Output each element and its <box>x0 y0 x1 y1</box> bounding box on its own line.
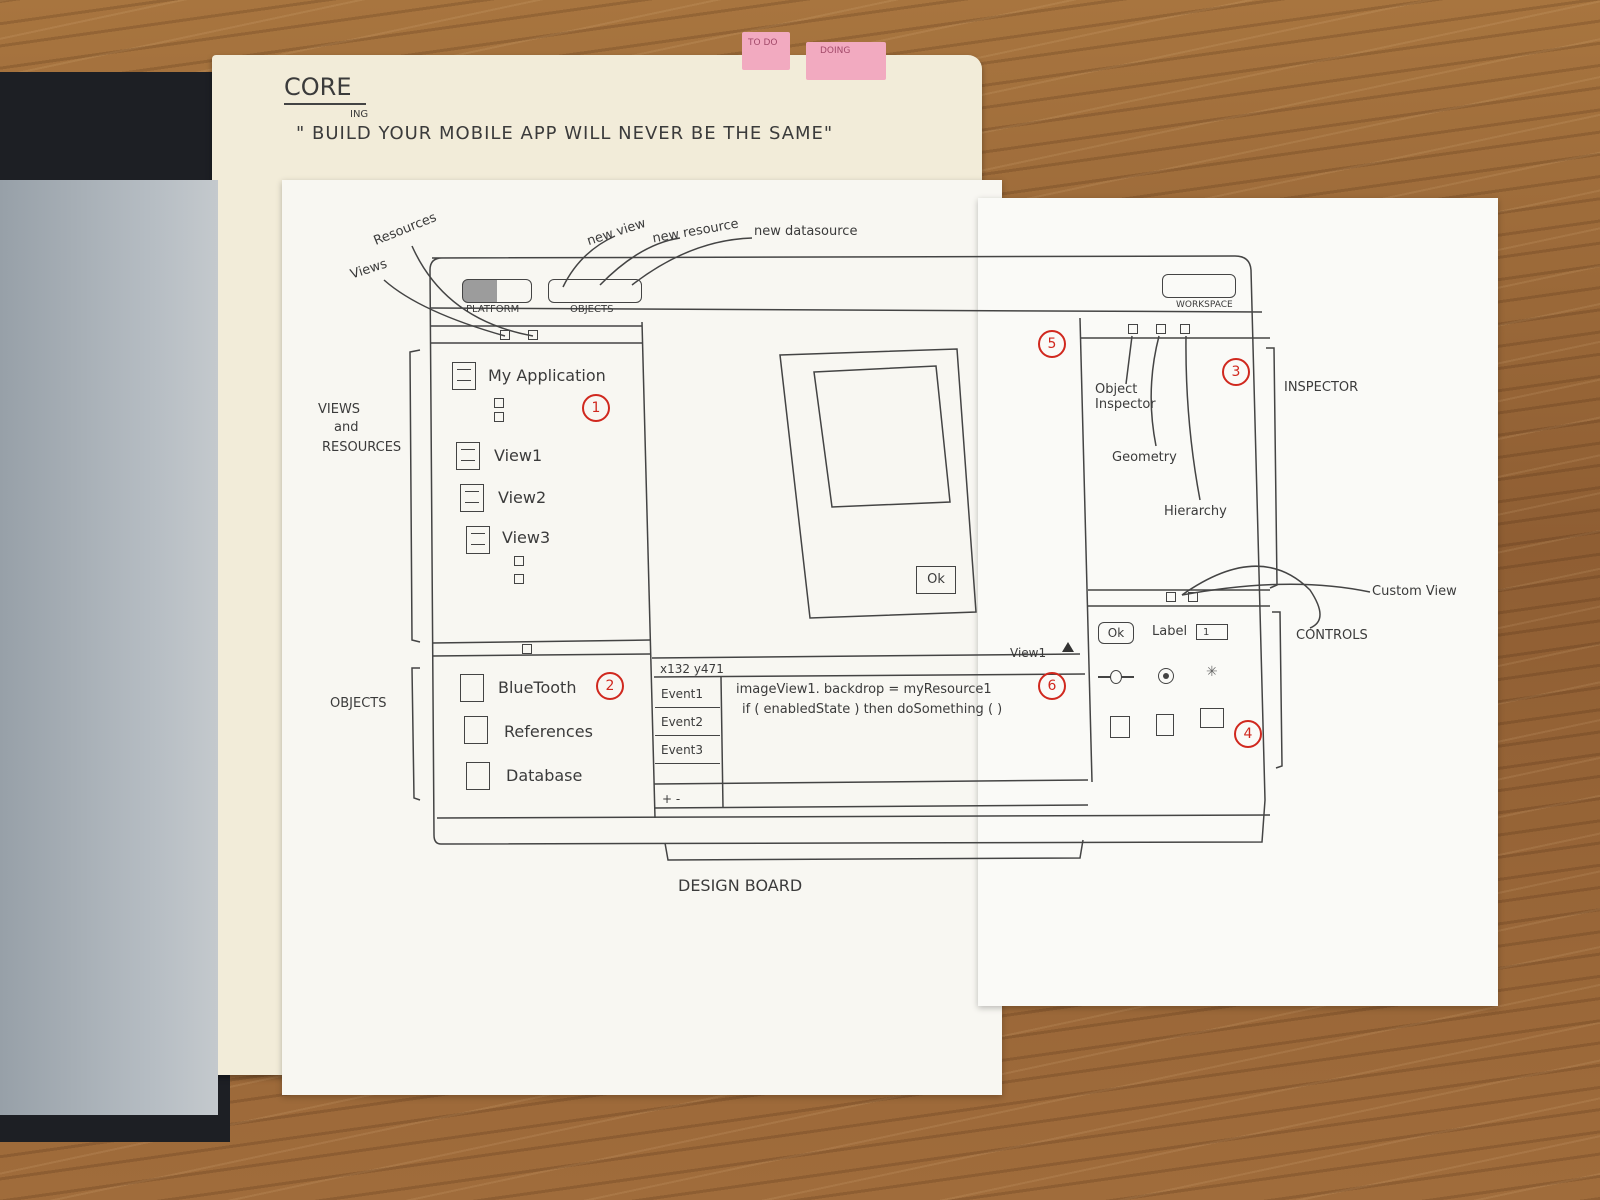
label-design-board: DESIGN BOARD <box>678 876 803 895</box>
objects-label: OBJECTS <box>570 304 614 315</box>
callout-object-inspector: Object Inspector <box>1095 382 1156 412</box>
resource-square-1 <box>494 398 504 408</box>
hierarchy-tab-icon[interactable] <box>1180 324 1190 334</box>
callout-hierarchy: Hierarchy <box>1164 504 1227 519</box>
mock-ok-label: Ok <box>927 572 945 587</box>
references-icon <box>464 716 488 744</box>
slider-knob <box>1110 670 1122 684</box>
database-icon <box>466 762 490 790</box>
control-textfield[interactable]: 1 <box>1196 624 1228 640</box>
object-inspector-tab-icon[interactable] <box>1128 324 1138 334</box>
tagline-insert: ING <box>350 109 369 120</box>
view3-square-1 <box>514 556 524 566</box>
current-view-label: View1 <box>1010 646 1047 660</box>
event-item-3[interactable]: Event3 <box>655 736 720 764</box>
control-label[interactable]: Label <box>1152 624 1188 639</box>
radio-dot <box>1163 673 1169 679</box>
control-textfield-text: 1 <box>1203 627 1210 638</box>
platform-toggle[interactable] <box>462 279 532 303</box>
marker-1: 1 <box>582 394 610 422</box>
container-control-icon[interactable] <box>1156 714 1174 736</box>
label-objects: OBJECTS <box>330 696 387 711</box>
resources-tab-icon[interactable] <box>528 330 538 340</box>
geometry-tab-icon[interactable] <box>1156 324 1166 334</box>
object-references[interactable]: References <box>504 722 593 741</box>
label-and: and <box>334 420 359 435</box>
slider-control-icon[interactable] <box>1098 670 1134 684</box>
event-item-1[interactable]: Event1 <box>655 680 720 708</box>
callout-custom-view: Custom View <box>1372 584 1457 599</box>
tab-todo: TO DO <box>742 32 790 70</box>
workspace-label: WORKSPACE <box>1176 300 1233 310</box>
tab-doing-label: DOING <box>820 46 851 56</box>
grey-divider-page <box>0 180 218 1115</box>
workspace-toggle[interactable] <box>1162 274 1236 298</box>
image-view-control-icon[interactable] <box>1110 716 1130 738</box>
sketch-sheet-right <box>978 198 1498 1006</box>
view2-icon <box>460 484 484 512</box>
view3-label[interactable]: View3 <box>502 528 551 547</box>
callout-geometry: Geometry <box>1112 450 1177 465</box>
marker-3: 3 <box>1222 358 1250 386</box>
header-tagline: " BUILD YOUR MOBILE APP WILL NEVER BE TH… <box>296 123 834 144</box>
event-item-2[interactable]: Event2 <box>655 708 720 736</box>
tab-todo-label: TO DO <box>748 38 778 48</box>
label-resources: RESOURCES <box>322 440 402 455</box>
object-database[interactable]: Database <box>506 766 583 785</box>
mock-ok-button[interactable]: Ok <box>916 566 956 594</box>
marker-4: 4 <box>1234 720 1262 748</box>
label-controls: CONTROLS <box>1296 628 1368 643</box>
view1-label[interactable]: View1 <box>494 446 543 465</box>
marker-5: 5 <box>1038 330 1066 358</box>
marker-2: 2 <box>596 672 624 700</box>
custom-view-tab-icon[interactable] <box>1166 592 1176 602</box>
header-title: CORE <box>284 73 366 105</box>
object-bluetooth[interactable]: BlueTooth <box>498 678 577 697</box>
views-tab-icon[interactable] <box>500 330 510 340</box>
label-views: VIEWS <box>318 402 361 417</box>
view2-label[interactable]: View2 <box>498 488 547 507</box>
view3-icon <box>466 526 490 554</box>
marker-6: 6 <box>1038 672 1066 700</box>
controls-tab-icon[interactable] <box>1188 592 1198 602</box>
events-list: Event1 Event2 Event3 <box>655 680 721 784</box>
activity-indicator-icon[interactable]: ✳ <box>1206 664 1218 680</box>
bluetooth-icon <box>460 674 484 702</box>
label-inspector: INSPECTOR <box>1284 380 1359 395</box>
table-control-icon[interactable] <box>1200 708 1224 728</box>
code-line-1[interactable]: imageView1. backdrop = myResource1 <box>736 682 992 697</box>
platform-label: PLATFORM <box>466 304 520 315</box>
radio-control-icon[interactable] <box>1158 668 1174 684</box>
code-line-2[interactable]: if ( enabledState ) then doSomething ( ) <box>742 702 1003 717</box>
view1-icon <box>456 442 480 470</box>
view3-square-2 <box>514 574 524 584</box>
add-remove-event-buttons[interactable]: + - <box>662 792 681 806</box>
control-button-label: Ok <box>1107 626 1125 640</box>
app-icon <box>452 362 476 390</box>
objects-tab-icon[interactable] <box>522 644 532 654</box>
objects-segmented-control[interactable] <box>548 279 642 303</box>
view-selector-arrow-icon[interactable] <box>1062 642 1074 652</box>
app-name[interactable]: My Application <box>488 366 606 385</box>
control-button[interactable]: Ok <box>1098 622 1134 644</box>
tab-doing: DOING <box>806 42 886 80</box>
callout-new-datasource: new datasource <box>754 224 858 239</box>
coords-readout: x132 y471 <box>660 662 724 676</box>
resource-square-2 <box>494 412 504 422</box>
